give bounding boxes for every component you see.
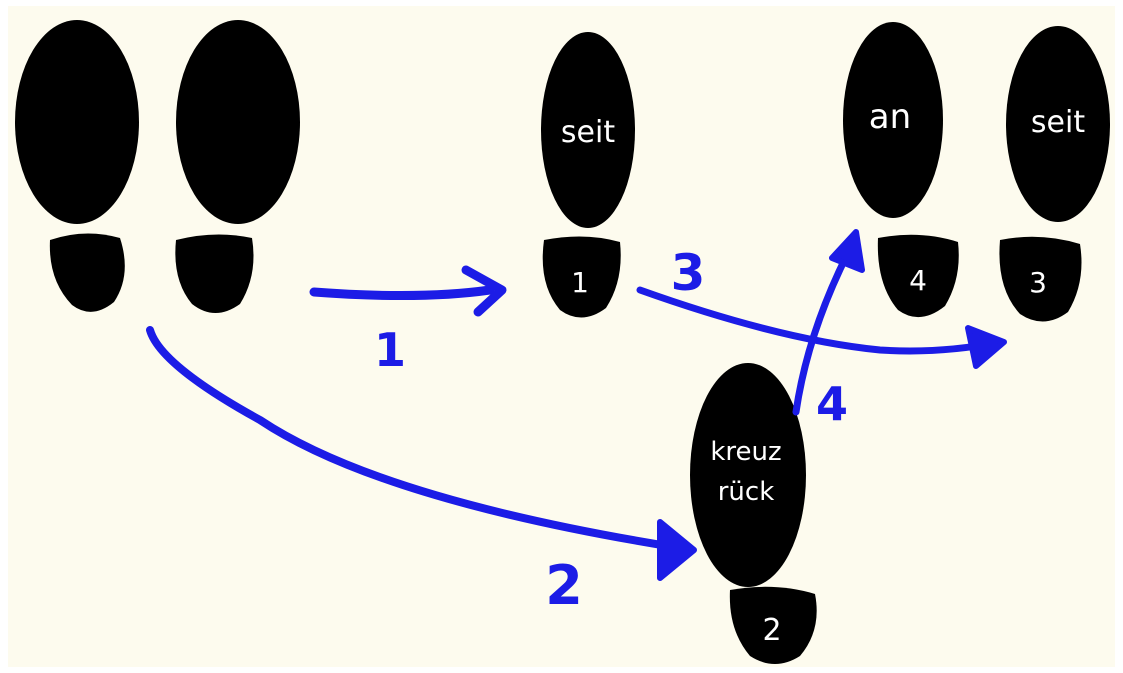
footprint-3-sole <box>1006 26 1110 222</box>
footprint-step-3: seit 3 <box>999 26 1110 322</box>
footprint-3-heel <box>999 236 1082 322</box>
arrow-step-1-label: 1 <box>374 323 406 377</box>
arrow-step-4-label: 4 <box>816 377 848 431</box>
footprint-4-sole-label: an <box>869 97 911 137</box>
start-left-heel <box>49 233 125 312</box>
footprint-2-sole-label-line2: rück <box>718 477 775 507</box>
footprint-4-heel-label: 4 <box>909 264 927 297</box>
footprint-1-sole-label: seit <box>561 115 615 150</box>
start-right-footprint <box>175 20 300 313</box>
footprint-4-sole <box>843 22 943 218</box>
arrow-step-2-label: 2 <box>545 554 583 617</box>
footprint-1-heel <box>542 236 621 318</box>
arrow-step-1-head <box>461 265 507 317</box>
footprint-step-1: seit 1 <box>541 32 635 318</box>
arrow-step-1 <box>309 285 495 301</box>
arrow-step-3 <box>636 286 1004 355</box>
step-arrows <box>146 229 1007 581</box>
start-right-heel <box>175 234 254 313</box>
footprint-2-heel-label: 2 <box>762 613 781 648</box>
footprint-2-heel <box>729 586 817 664</box>
arrow-step-3-label: 3 <box>671 244 706 302</box>
footprint-4-heel <box>877 234 959 318</box>
footprint-2-sole-label-line1: kreuz <box>710 437 781 467</box>
start-left-footprint <box>15 20 139 312</box>
start-right-sole <box>176 20 300 224</box>
footprint-step-2: kreuz rück 2 <box>690 363 817 664</box>
arrow-step-4-head <box>829 229 865 273</box>
footprint-1-sole <box>541 32 635 228</box>
arrow-step-3-head <box>965 325 1007 369</box>
footprint-3-sole-label: seit <box>1031 105 1085 140</box>
footprint-2-sole <box>690 363 806 587</box>
footprint-3-heel-label: 3 <box>1029 266 1047 299</box>
footprint-1-heel-label: 1 <box>571 266 589 299</box>
footprint-step-4: an 4 <box>843 22 959 318</box>
arrow-step-2-head <box>657 519 697 581</box>
start-left-sole <box>15 20 139 224</box>
arrow-step-2 <box>146 326 684 552</box>
